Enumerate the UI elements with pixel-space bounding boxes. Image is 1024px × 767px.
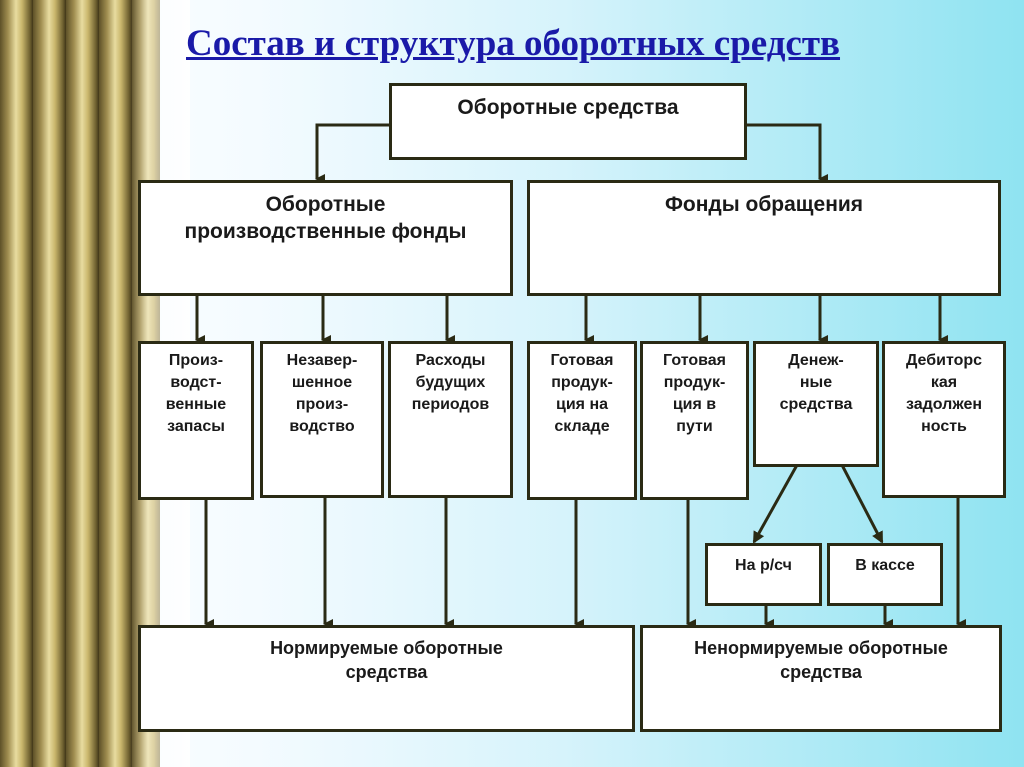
item-deferred-node: Расходы будущих периодов (388, 341, 513, 498)
root-node: Оборотные средства (389, 83, 747, 160)
result-normalized-label: Нормируемые оборотные средства (270, 638, 503, 682)
cash-register-label: В кассе (855, 557, 915, 574)
result-non-normalized-label: Ненормируемые оборотные средства (694, 638, 948, 682)
group-circulation-label: Фонды обращения (664, 193, 864, 216)
cash-account-node: На р/сч (705, 543, 822, 606)
item-cash-node: Денеж- ные средства (753, 341, 879, 467)
arrow-root-production (315, 123, 390, 184)
item-stocks-label: Произ- водст- венные запасы (165, 352, 227, 435)
result-non-normalized-node: Ненормируемые оборотные средства (640, 625, 1002, 732)
item-cash-label: Денеж- ные средства (779, 352, 853, 413)
arrow-cash-register (840, 464, 884, 544)
cash-register-node: В кассе (827, 543, 943, 606)
arrow-root-circulation (745, 123, 828, 184)
item-finished-stock-node: Готовая продук- ция на складе (527, 341, 637, 500)
group-production-node: Оборотные производственные фонды (138, 180, 513, 296)
slide-title: Состав и структура оборотных средств (186, 23, 841, 64)
cash-account-label: На р/сч (735, 557, 792, 574)
item-stocks-node: Произ- водст- венные запасы (138, 341, 254, 500)
item-finished-stock-label: Готовая продук- ция на складе (550, 352, 614, 435)
result-normalized-node: Нормируемые оборотные средства (138, 625, 635, 732)
item-wip-label: Незавер- шенное произ- водство (286, 352, 358, 435)
group-production-label: Оборотные производственные фонды (184, 193, 467, 243)
item-receivables-node: Дебиторс кая задолжен ность (882, 341, 1006, 498)
item-finished-transit-node: Готовая продук- ция в пути (640, 341, 749, 500)
group-circulation-node: Фонды обращения (527, 180, 1001, 296)
arrow-cash-account (752, 464, 799, 544)
root-label: Оборотные средства (457, 96, 679, 119)
item-finished-transit-label: Готовая продук- ция в пути (663, 352, 726, 435)
item-receivables-label: Дебиторс кая задолжен ность (905, 352, 983, 435)
item-wip-node: Незавер- шенное произ- водство (260, 341, 384, 498)
item-deferred-label: Расходы будущих периодов (411, 352, 490, 413)
